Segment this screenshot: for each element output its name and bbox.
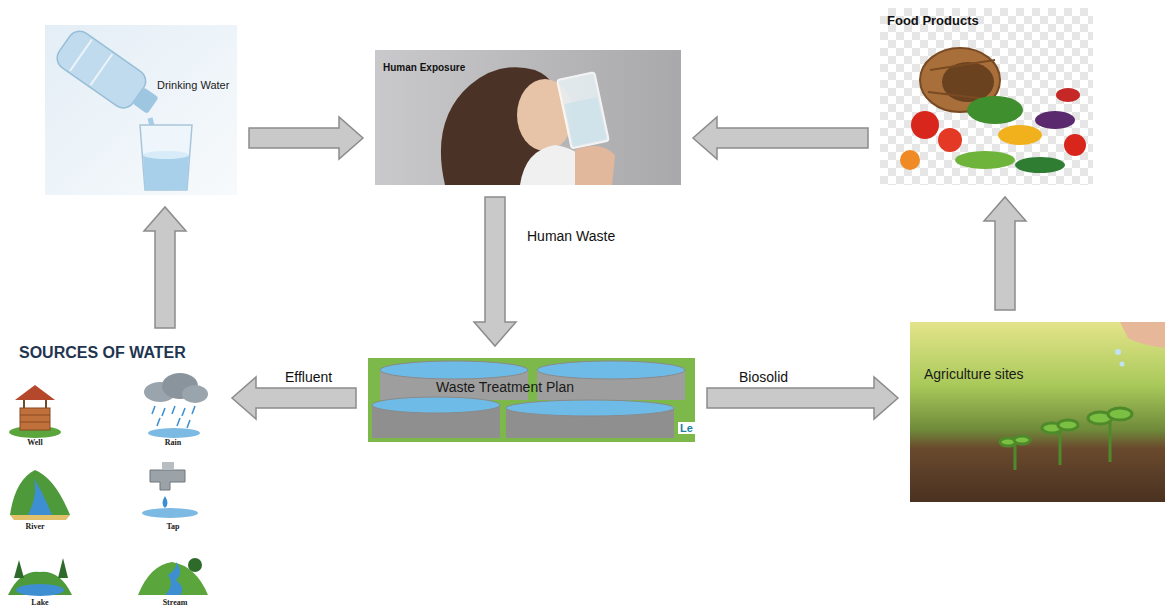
treatment-plant-picture (368, 358, 695, 442)
block-arrow (707, 377, 898, 419)
image-box: Waste Treatment PlanLe (368, 358, 695, 442)
icon-label: Rain (165, 438, 181, 447)
node-title: Drinking Water (157, 79, 229, 92)
icon-label: River (25, 522, 44, 531)
image-box: Food Products (880, 8, 1093, 185)
image-box: Agriculture sites (910, 322, 1165, 502)
arrow-label: Human Waste (525, 228, 617, 244)
human-exposure-picture (375, 50, 681, 185)
node-title: Agriculture sites (924, 366, 1024, 382)
block-arrow (249, 117, 363, 159)
watermark: Le (678, 422, 695, 434)
image-box: Drinking Water (45, 25, 237, 195)
drinking-water-picture (45, 25, 237, 195)
icon-label: Well (27, 438, 43, 447)
block-arrow (693, 117, 868, 159)
block-arrow (144, 207, 186, 328)
source-panel: SOURCES OF WATER Well RainRiver TapLake Stre… (5, 340, 220, 613)
icon-label: Lake (31, 598, 48, 607)
node-title: Food Products (887, 14, 979, 29)
icon-label: Tap (166, 522, 179, 531)
arrow-label: Biosolid (737, 369, 790, 385)
block-arrow (474, 197, 516, 346)
arrow-label: Effluent (283, 369, 334, 385)
image-box: Human Exposure (375, 50, 681, 185)
block-arrow (984, 197, 1026, 310)
node-title: Waste Treatment Plan (436, 379, 574, 395)
agriculture-picture (910, 322, 1165, 502)
food-products-picture (880, 8, 1093, 185)
node-title: SOURCES OF WATER (19, 344, 186, 362)
icon-label: Stream (163, 598, 188, 607)
node-title: Human Exposure (383, 62, 465, 74)
water-source-icons (8, 373, 208, 596)
